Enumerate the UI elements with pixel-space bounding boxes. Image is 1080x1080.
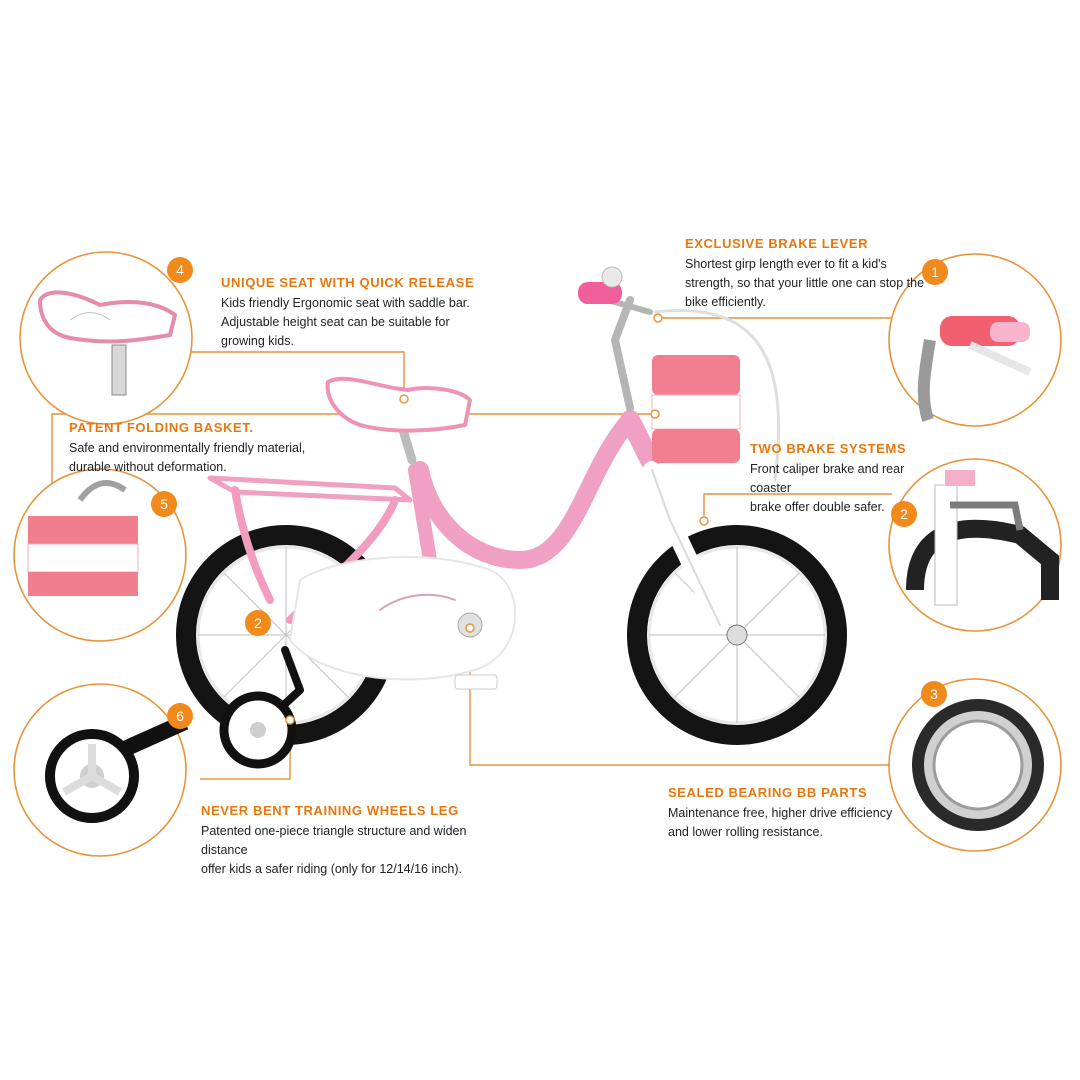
brake-lever-detail-icon <box>917 316 1032 422</box>
feature-training-wheels-title: NEVER BENT TRAINING WHEELS LEG <box>201 803 459 818</box>
feature-bearing-title: SEALED BEARING BB PARTS <box>668 785 868 800</box>
feature-brake-systems-line: brake offer double safer. <box>750 500 885 514</box>
feature-bearing-line: and lower rolling resistance. <box>668 825 823 839</box>
caliper-detail-icon <box>906 470 1059 606</box>
feature-bearing: SEALED BEARING BB PARTS Maintenance free… <box>668 785 898 842</box>
feature-brake-systems: TWO BRAKE SYSTEMS Front caliper brake an… <box>750 441 930 517</box>
feature-brake-lever: EXCLUSIVE BRAKE LEVER Shortest girp leng… <box>685 236 925 312</box>
bike <box>176 266 847 769</box>
feature-brake-lever-line: strength, so that your little one can st… <box>685 276 925 290</box>
feature-seat: UNIQUE SEAT WITH QUICK RELEASE Kids frie… <box>221 275 481 351</box>
feature-seat-line: Kids friendly Ergonomic seat with saddle… <box>221 296 470 310</box>
feature-basket: PATENT FOLDING BASKET. Safe and environm… <box>69 420 319 477</box>
feature-basket-title: PATENT FOLDING BASKET. <box>69 420 254 435</box>
feature-training-wheels: NEVER BENT TRAINING WHEELS LEG Patented … <box>201 803 511 879</box>
feature-training-wheels-line: Patented one-piece triangle structure an… <box>201 824 467 857</box>
badge-3: 3 <box>921 681 947 707</box>
bearing-detail-icon <box>912 699 1044 831</box>
feature-seat-line: Adjustable height seat can be suitable f… <box>221 315 450 329</box>
badge-5: 5 <box>151 491 177 517</box>
training-wheel-detail-icon <box>45 714 189 823</box>
anchor-dots <box>285 313 709 725</box>
feature-seat-line: growing kids. <box>221 334 294 348</box>
badge-2-right: 2 <box>891 501 917 527</box>
feature-brake-systems-title: TWO BRAKE SYSTEMS <box>750 441 907 456</box>
feature-bearing-line: Maintenance free, higher drive efficienc… <box>668 806 893 820</box>
badge-2-bike: 2 <box>245 610 271 636</box>
feature-brake-systems-line: Front caliper brake and rear coaster <box>750 462 905 495</box>
feature-brake-lever-line: bike efficiently. <box>685 295 766 309</box>
feature-brake-lever-title: EXCLUSIVE BRAKE LEVER <box>685 236 869 251</box>
badge-4: 4 <box>167 257 193 283</box>
feature-basket-line: Safe and environmentally friendly materi… <box>69 441 306 455</box>
badge-6: 6 <box>167 703 193 729</box>
basket-detail-icon <box>27 479 139 596</box>
seat-detail-icon <box>37 290 178 396</box>
feature-brake-lever-line: Shortest girp length ever to fit a kid's <box>685 257 887 271</box>
badge-1: 1 <box>922 259 948 285</box>
feature-training-wheels-line: offer kids a safer riding (only for 12/1… <box>201 862 463 876</box>
leader-seat <box>190 351 405 398</box>
feature-basket-line: durable without deformation. <box>69 460 227 474</box>
feature-seat-title: UNIQUE SEAT WITH QUICK RELEASE <box>221 275 475 290</box>
leader-brake-system <box>703 493 892 520</box>
